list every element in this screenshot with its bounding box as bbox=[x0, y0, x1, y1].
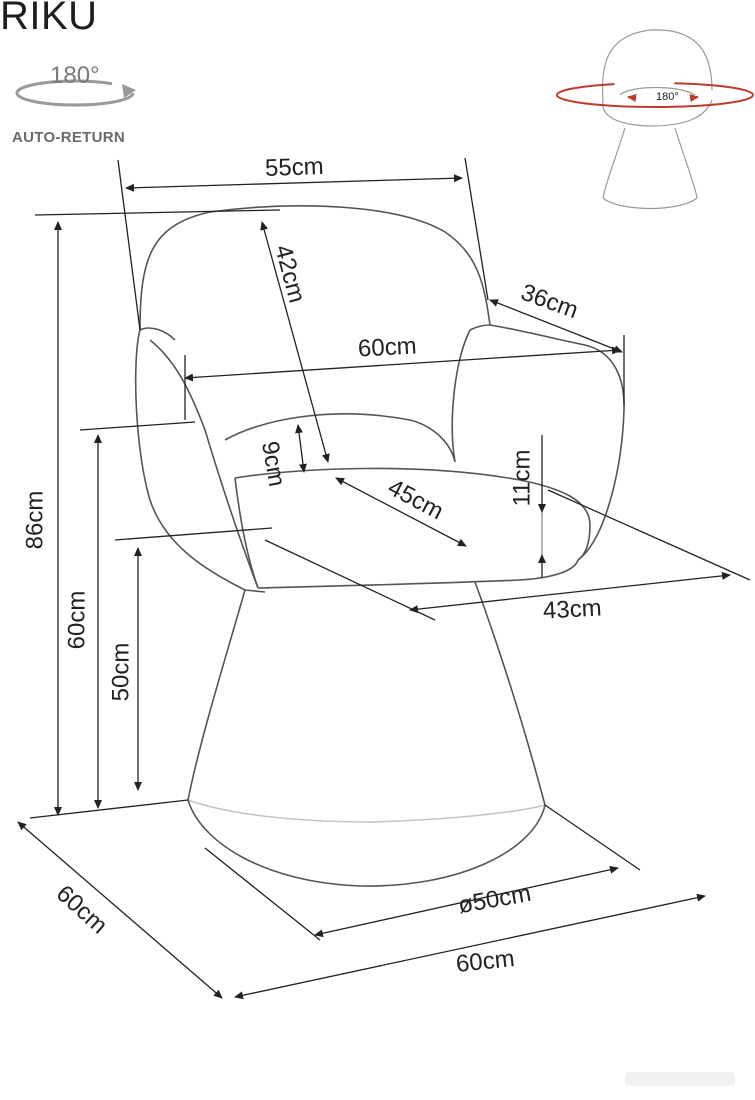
auto-return-caption: AUTO-RETURN bbox=[12, 129, 126, 146]
dim-width-top: 55cm bbox=[264, 152, 325, 183]
dimension-lines bbox=[17, 157, 751, 1000]
dim-seat-height: 50cm bbox=[107, 642, 135, 702]
dim-total-height: 86cm bbox=[21, 490, 49, 550]
dim-seat-width: 43cm bbox=[542, 594, 603, 625]
chair-outline bbox=[134, 205, 625, 887]
product-title: RIKU bbox=[0, 0, 98, 38]
thumb-rotation-label: 180° bbox=[656, 91, 679, 103]
dim-cushion: 9cm bbox=[255, 439, 291, 489]
rotation-thumbnail bbox=[556, 29, 754, 210]
rotation-icon bbox=[15, 79, 136, 107]
rotation-label: 180° bbox=[50, 62, 100, 89]
dim-width-bottom: 60cm bbox=[454, 945, 516, 978]
dim-seat-thickness: 11cm bbox=[508, 449, 536, 507]
dim-arm-height: 60cm bbox=[63, 590, 91, 650]
dim-width-arms: 60cm bbox=[357, 332, 418, 363]
watermark bbox=[625, 1072, 735, 1086]
